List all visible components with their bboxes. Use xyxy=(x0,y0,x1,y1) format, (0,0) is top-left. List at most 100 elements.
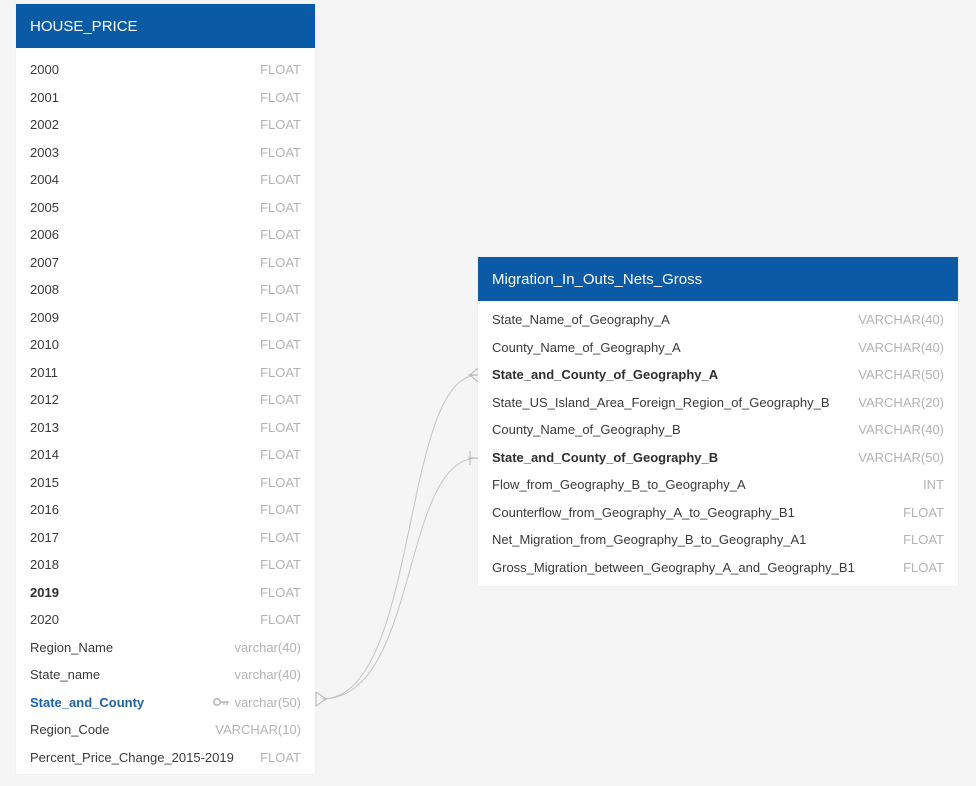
column-row[interactable]: Gross_Migration_between_Geography_A_and_… xyxy=(478,554,958,582)
column-row[interactable]: 2020 FLOAT xyxy=(16,606,315,634)
column-type-cell: FLOAT xyxy=(260,447,301,462)
crows-foot-many-marker xyxy=(315,691,327,707)
column-type-cell: FLOAT xyxy=(903,532,944,547)
column-row[interactable]: 2017 FLOAT xyxy=(16,524,315,552)
column-row[interactable]: County_Name_of_Geography_B VARCHAR(40) xyxy=(478,416,958,444)
table-header[interactable]: HOUSE_PRICE xyxy=(16,4,315,48)
column-type-cell: varchar(50) xyxy=(212,694,301,710)
column-type: VARCHAR(50) xyxy=(858,449,944,465)
column-name: Gross_Migration_between_Geography_A_and_… xyxy=(492,559,855,575)
column-row[interactable]: 2001 FLOAT xyxy=(16,84,315,112)
column-name: 2001 xyxy=(30,89,59,105)
column-type: FLOAT xyxy=(260,337,301,353)
column-type-cell: VARCHAR(50) xyxy=(858,450,944,465)
column-row[interactable]: Net_Migration_from_Geography_B_to_Geogra… xyxy=(478,526,958,554)
column-type: varchar(40) xyxy=(234,639,301,655)
column-type: FLOAT xyxy=(903,532,944,548)
column-row[interactable]: 2008 FLOAT xyxy=(16,276,315,304)
column-type-cell: FLOAT xyxy=(260,612,301,627)
column-type-cell: FLOAT xyxy=(260,145,301,160)
column-type: FLOAT xyxy=(260,282,301,298)
column-type-cell: FLOAT xyxy=(260,750,301,765)
relation-line-geography-b[interactable] xyxy=(321,457,479,700)
column-name: Net_Migration_from_Geography_B_to_Geogra… xyxy=(492,532,807,548)
column-name: 2009 xyxy=(30,309,59,325)
column-type-cell: FLOAT xyxy=(260,585,301,600)
column-type: FLOAT xyxy=(260,199,301,215)
column-name: State_US_Island_Area_Foreign_Region_of_G… xyxy=(492,394,830,410)
column-name: 2011 xyxy=(30,364,58,380)
column-name: 2020 xyxy=(30,612,59,628)
column-type-cell: FLOAT xyxy=(260,90,301,105)
crows-foot-many-marker xyxy=(468,367,479,383)
column-type-cell: VARCHAR(10) xyxy=(215,722,301,737)
column-type-cell: varchar(40) xyxy=(235,667,301,682)
column-name: State_Name_of_Geography_A xyxy=(492,312,670,328)
column-type-cell: VARCHAR(40) xyxy=(858,422,944,437)
column-type: FLOAT xyxy=(903,504,944,520)
column-type: VARCHAR(50) xyxy=(858,367,944,383)
column-type: varchar(50) xyxy=(234,694,301,710)
column-type: FLOAT xyxy=(260,447,301,463)
column-name: County_Name_of_Geography_B xyxy=(492,422,681,438)
column-type-cell: INT xyxy=(923,477,944,492)
column-type: VARCHAR(10) xyxy=(215,722,301,738)
column-name: State_and_County_of_Geography_A xyxy=(492,367,719,383)
column-row[interactable]: Counterflow_from_Geography_A_to_Geograph… xyxy=(478,499,958,527)
column-type: VARCHAR(40) xyxy=(858,312,944,328)
column-type-cell: FLOAT xyxy=(260,502,301,517)
table-header[interactable]: Migration_In_Outs_Nets_Gross xyxy=(478,257,958,301)
column-row[interactable]: State_and_County varchar(50) xyxy=(16,689,315,717)
column-name: 2017 xyxy=(30,529,59,545)
column-type-cell: FLOAT xyxy=(260,392,301,407)
column-name: Region_Name xyxy=(30,639,114,655)
column-row[interactable]: State_and_County_of_Geography_A VARCHAR(5… xyxy=(478,361,958,389)
relation-line-geography-a[interactable] xyxy=(321,374,479,700)
table-title: Migration_In_Outs_Nets_Gross xyxy=(492,270,703,288)
column-type-cell: FLOAT xyxy=(260,337,301,352)
column-row[interactable]: State_Name_of_Geography_A VARCHAR(40) xyxy=(478,306,958,334)
column-type: FLOAT xyxy=(260,89,301,105)
column-name: 2008 xyxy=(30,282,59,298)
column-type: FLOAT xyxy=(260,172,301,188)
column-type-cell: VARCHAR(20) xyxy=(858,395,944,410)
column-type-cell: FLOAT xyxy=(260,475,301,490)
column-name: State_and_County xyxy=(30,694,145,710)
column-row[interactable]: State_US_Island_Area_Foreign_Region_of_G… xyxy=(478,389,958,417)
column-name: 2018 xyxy=(30,557,59,573)
column-row[interactable]: Region_Name varchar(40) xyxy=(16,634,315,662)
column-type: FLOAT xyxy=(260,62,301,78)
column-name: 2013 xyxy=(30,419,59,435)
column-row[interactable]: 2018 FLOAT xyxy=(16,551,315,579)
column-type-cell: FLOAT xyxy=(260,530,301,545)
column-type-cell: FLOAT xyxy=(260,172,301,187)
column-type-cell: FLOAT xyxy=(260,557,301,572)
column-type: FLOAT xyxy=(903,559,944,575)
migration-table[interactable]: Migration_In_Outs_Nets_Gross State_Name_… xyxy=(478,257,958,586)
